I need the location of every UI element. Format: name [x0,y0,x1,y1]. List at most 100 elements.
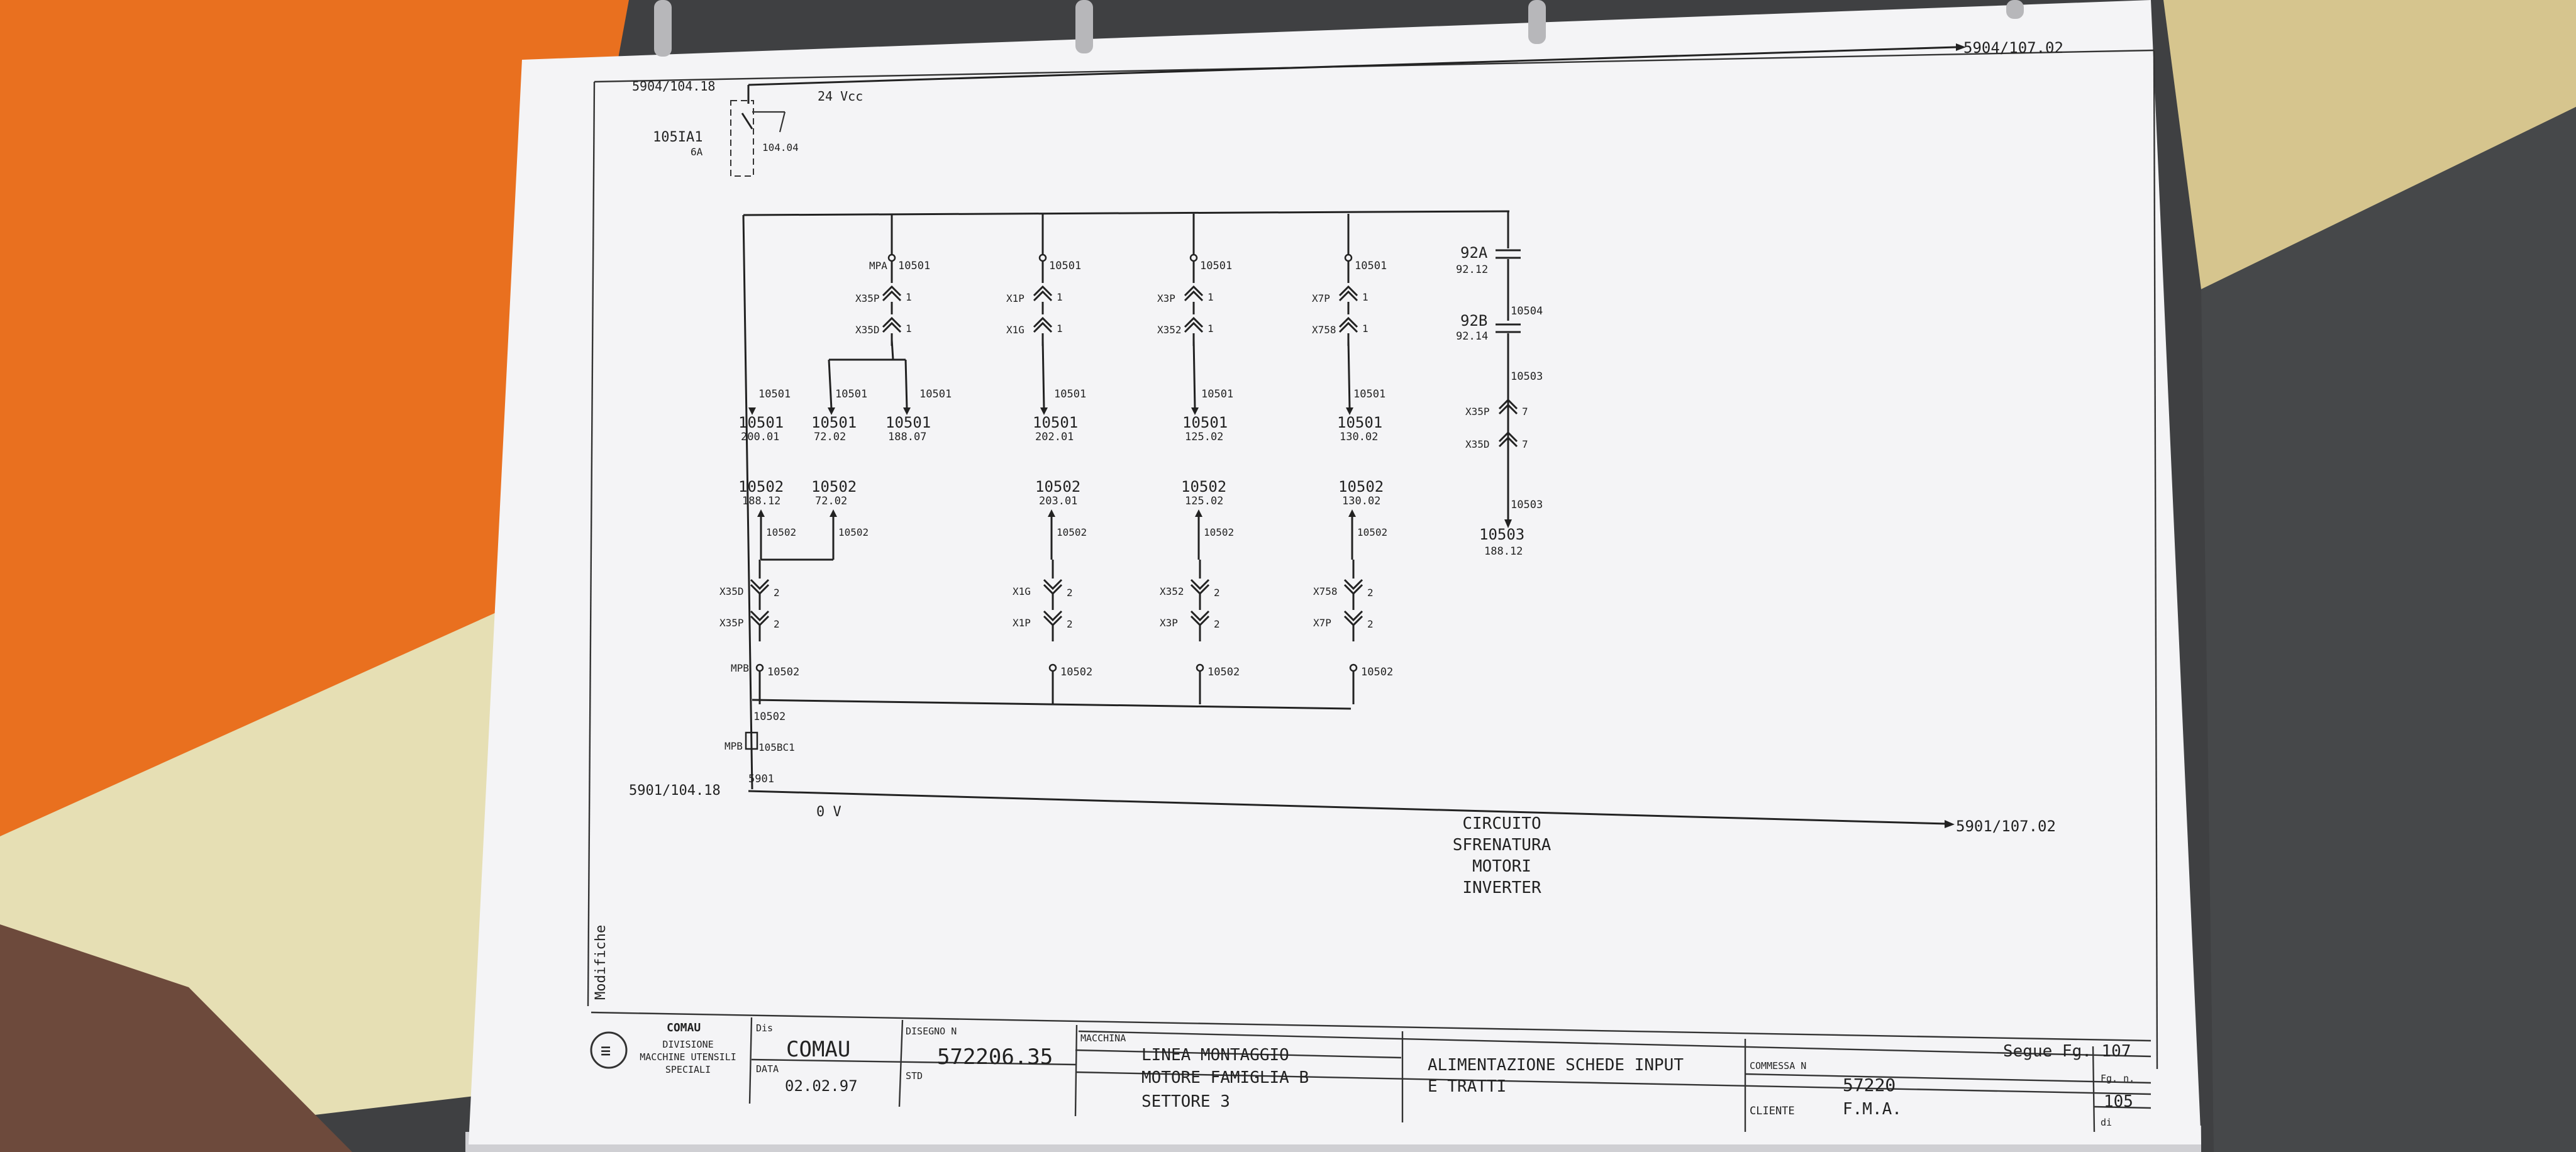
connector-pin: 1 [1362,291,1368,303]
connector-name: X3P [1160,617,1178,629]
lower-input-ref: 125.02 [1185,495,1223,507]
connector-icon [882,285,902,302]
lower-input-code: 10502 [1338,478,1384,496]
lower-input-code: 10502 [738,478,784,496]
upper-switch-name: MPA [869,260,887,272]
connector-pin: 2 [1067,618,1073,630]
lower-input-wire: 10502 [1057,526,1087,538]
paper-sheet [469,0,2201,1144]
connector-icon [1498,398,1518,415]
up-arrow [1348,509,1356,517]
upper-output-wire: 10501 [1054,388,1086,401]
down-arrow [1040,407,1048,415]
connector-name: X7P [1312,292,1330,304]
desc-line-1: CIRCUITO [1462,814,1541,833]
connector-icon [1498,431,1518,448]
connector-name: X35P [855,292,880,304]
upper-output-code: 10501 [738,414,784,431]
connector-icon [1190,610,1210,627]
tb-title-line-2: E TRATTI [1428,1077,1506,1096]
connector-pin: 1 [906,291,912,303]
connector-name: X35P [1465,406,1490,418]
connector-pin: 2 [1214,618,1220,630]
top-ref-right: 5904/107.02 [1963,39,2063,57]
ring-2 [1075,0,1093,53]
relay-contact-b: 92B [1460,312,1487,330]
connector-icon [1043,579,1063,595]
connector-name: X35D [719,585,744,597]
upper-output-code: 10501 [1337,414,1382,431]
top-ref-left: 5904/104.18 [632,79,715,94]
up-arrow [830,509,837,517]
terminal-circle [1038,253,1047,262]
frame-left [587,81,596,1007]
relay-wire-1: 10504 [1511,305,1543,318]
breaker-symbol [730,85,786,177]
bottom-ref-left: 5901/104.18 [629,783,721,799]
desc-line-2: SFRENATURA [1453,836,1552,855]
rail-24v-arrow [1956,43,1966,51]
circuit-description: CIRCUITO SFRENATURA MOTORI INVERTER [1453,814,1552,897]
upper-output-ref: 130.02 [1340,431,1378,443]
connector-name: X352 [1160,585,1184,597]
connector-pin: 7 [1522,438,1528,450]
frame-right [2153,50,2158,1070]
upper-output-ref: 188.07 [888,431,926,443]
connector-pin: 1 [1208,291,1214,303]
upper-bus [743,210,1510,216]
tb-disegno-value: 572206.35 [937,1044,1053,1070]
title-block [591,1011,2151,1133]
connector-name: X35D [855,324,880,336]
tb-cliente-label: CLIENTE [1750,1105,1795,1117]
breaker-rating: 6A [691,146,703,158]
tb-commessa-value: 57220 [1843,1075,1896,1095]
upper-output-ref: 125.02 [1185,431,1223,443]
tb-macchina-line-2: MOTORE FAMIGLIA B [1141,1068,1309,1087]
relay-branch [1496,211,1521,528]
upper-output-wire: 10501 [758,388,791,401]
up-arrow [1195,509,1202,517]
bottom-ref-right: 5901/107.02 [1956,817,2056,835]
connector-name: X1G [1006,324,1024,336]
connector-icon [1343,579,1363,595]
tb-title-line-1: ALIMENTAZIONE SCHEDE INPUT [1428,1056,1684,1075]
connector-pin: 1 [906,323,912,335]
upper-output-ref: 200.01 [741,431,779,443]
tb-data-label: DATA [756,1063,779,1075]
breaker-ref: 104.04 [762,141,799,153]
bottom-wire-a: 10502 [753,711,786,723]
desc-line-4: INVERTER [1462,878,1541,897]
upper-output-ref: 202.01 [1035,431,1074,443]
connector-pin: 7 [1522,406,1528,418]
mpa-split-left [828,359,833,409]
lower-input-ref: 72.02 [815,495,847,507]
tb-cliente-value: F.M.A. [1843,1100,1902,1119]
terminal-circle [1196,663,1204,672]
upper-output-code: 10501 [886,414,931,431]
connector-icon [882,316,902,333]
connector-name: X1G [1013,585,1031,597]
relay-out-code: 10503 [1479,526,1524,543]
comau-logo-mark: ☰ [601,1045,611,1058]
modifiche-label: Modifiche [593,925,609,1000]
lower-bus [752,699,1352,710]
relay-contact-b-ref: 92.14 [1456,330,1488,343]
connector-pin: 2 [1367,618,1374,630]
connector-name: X35D [1465,438,1490,450]
connector-name: X1P [1013,617,1031,629]
